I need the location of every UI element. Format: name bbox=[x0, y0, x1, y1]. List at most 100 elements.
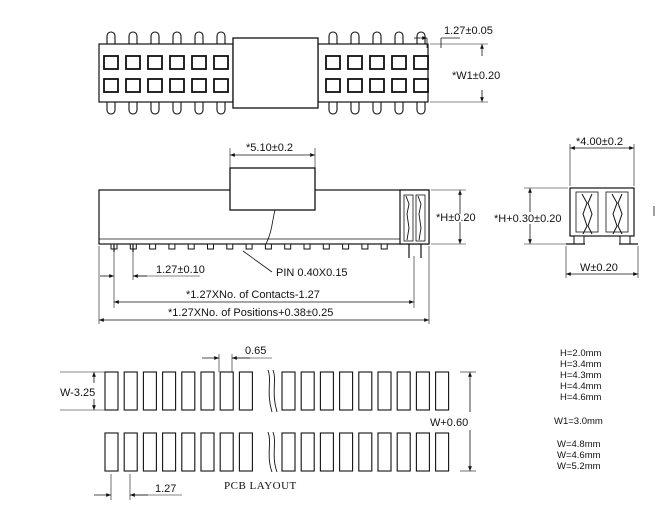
side-cap bbox=[229, 167, 316, 211]
top-hole bbox=[413, 55, 429, 70]
side-positions-label: *1.27XNo. of Positions+0.38±0.25 bbox=[168, 307, 333, 319]
top-holes bbox=[103, 55, 429, 93]
pcb-pitch-label: 1.27 bbox=[155, 483, 176, 495]
spec-h-value: H=3.4mm bbox=[560, 359, 602, 370]
pcb-pad bbox=[300, 371, 315, 411]
top-hole bbox=[103, 78, 119, 93]
pcb-pad bbox=[415, 432, 430, 472]
pcb-pad bbox=[123, 432, 138, 472]
top-hole bbox=[325, 78, 341, 93]
pcb-pad bbox=[339, 371, 354, 411]
top-hole bbox=[147, 78, 163, 93]
pcb-pad bbox=[123, 371, 138, 411]
pcb-pad bbox=[358, 371, 373, 411]
side-pin bbox=[361, 243, 369, 250]
top-hole bbox=[391, 78, 407, 93]
pcb-pad bbox=[219, 371, 234, 411]
top-hole bbox=[103, 55, 119, 70]
pcb-pad bbox=[358, 432, 373, 472]
top-pitch-label: 1.27±0.05 bbox=[444, 25, 493, 37]
top-hole bbox=[191, 55, 207, 70]
pcb-pad bbox=[377, 371, 392, 411]
side-pin bbox=[264, 243, 272, 250]
pcb-pad bbox=[339, 432, 354, 472]
top-hole bbox=[369, 55, 385, 70]
spec-w-value: W=4.8mm bbox=[557, 439, 601, 450]
end-view: *4.00±0.2 *H+0.30±0.20 W±0.20 bbox=[494, 136, 655, 278]
top-hole bbox=[191, 78, 207, 93]
top-housing-right bbox=[317, 43, 429, 103]
spec-h-value: H=4.6mm bbox=[560, 392, 602, 403]
pcb-pad bbox=[435, 371, 450, 411]
pcb-pad bbox=[142, 371, 157, 411]
spec-table: H=2.0mm H=3.4mm H=4.3mm H=4.4mm H=4.6mm … bbox=[554, 348, 603, 472]
side-pins bbox=[110, 243, 388, 252]
top-width-label: *W1±0.20 bbox=[452, 70, 500, 82]
pcb-pad bbox=[238, 432, 253, 472]
pcb-pad bbox=[162, 371, 177, 411]
top-hole bbox=[347, 55, 363, 70]
top-hole bbox=[391, 55, 407, 70]
side-pin-label: PIN 0.40X0.15 bbox=[276, 267, 348, 279]
pcb-pad bbox=[396, 371, 411, 411]
spec-h-value: H=2.0mm bbox=[560, 348, 602, 359]
top-hole bbox=[169, 55, 185, 70]
pcb-gap-label: W-3.25 bbox=[60, 387, 95, 399]
top-hole bbox=[213, 78, 229, 93]
top-hole bbox=[125, 55, 141, 70]
top-center-cap bbox=[232, 37, 319, 109]
end-width-label: W±0.20 bbox=[580, 262, 618, 274]
side-pin bbox=[245, 243, 253, 250]
side-pin bbox=[380, 243, 388, 250]
top-hole bbox=[125, 78, 141, 93]
spec-h-value: H=4.4mm bbox=[560, 381, 602, 392]
side-pin bbox=[226, 243, 234, 250]
pcb-pads bbox=[104, 371, 450, 472]
spec-w-value: W=5.2mm bbox=[557, 461, 601, 472]
spec-w1-value: W1=3.0mm bbox=[554, 416, 603, 427]
pcb-outer-label: W+0.60 bbox=[430, 417, 468, 429]
side-view: *5.10±0.2 *H±0.20 1.27±0.10 PIN 0.40X0.1… bbox=[98, 142, 476, 324]
pcb-pad bbox=[300, 432, 315, 472]
pcb-pad bbox=[435, 432, 450, 472]
top-hole bbox=[325, 55, 341, 70]
top-hole bbox=[413, 78, 429, 93]
pcb-pad bbox=[104, 371, 119, 411]
end-top-width-label: *4.00±0.2 bbox=[576, 136, 623, 148]
top-housing-left bbox=[98, 43, 234, 103]
side-pin-pitch-label: 1.27±0.10 bbox=[156, 264, 205, 276]
side-contacts-label: *1.27XNo. of Contacts-1.27 bbox=[186, 289, 320, 301]
pcb-pad bbox=[415, 371, 430, 411]
side-pin bbox=[303, 243, 311, 250]
pcb-pad bbox=[319, 432, 334, 472]
pcb-pad bbox=[319, 371, 334, 411]
pcb-pad bbox=[396, 432, 411, 472]
pcb-pad bbox=[377, 432, 392, 472]
side-pin bbox=[207, 243, 214, 250]
spec-w-value: W=4.6mm bbox=[557, 450, 601, 461]
top-hole bbox=[369, 78, 385, 93]
side-pin bbox=[149, 243, 157, 250]
pcb-pad bbox=[181, 432, 196, 472]
top-hole bbox=[347, 78, 363, 93]
side-housing-label: *5.10±0.2 bbox=[246, 142, 293, 154]
side-pin bbox=[187, 243, 195, 250]
spec-h-value: H=4.3mm bbox=[560, 370, 602, 381]
top-hole bbox=[169, 78, 185, 93]
top-hole bbox=[213, 55, 229, 70]
top-view: 1.27±0.05 *W1±0.20 bbox=[98, 25, 500, 115]
pcb-pad bbox=[162, 432, 177, 472]
pcb-caption: PCB LAYOUT bbox=[224, 480, 297, 492]
pcb-pad bbox=[219, 432, 234, 472]
end-height-label: *H+0.30±0.20 bbox=[494, 213, 562, 225]
pcb-pad bbox=[104, 432, 119, 472]
side-height-label: *H±0.20 bbox=[436, 212, 476, 224]
pcb-pad bbox=[238, 371, 253, 411]
pcb-pad bbox=[281, 432, 296, 472]
pcb-layout: 0.65 W-3.25 W+0.60 1.27 PCB LAYOUT bbox=[60, 345, 476, 500]
side-pin bbox=[342, 243, 350, 250]
side-pin bbox=[168, 243, 176, 250]
top-hole bbox=[147, 55, 163, 70]
side-pin bbox=[284, 243, 292, 250]
